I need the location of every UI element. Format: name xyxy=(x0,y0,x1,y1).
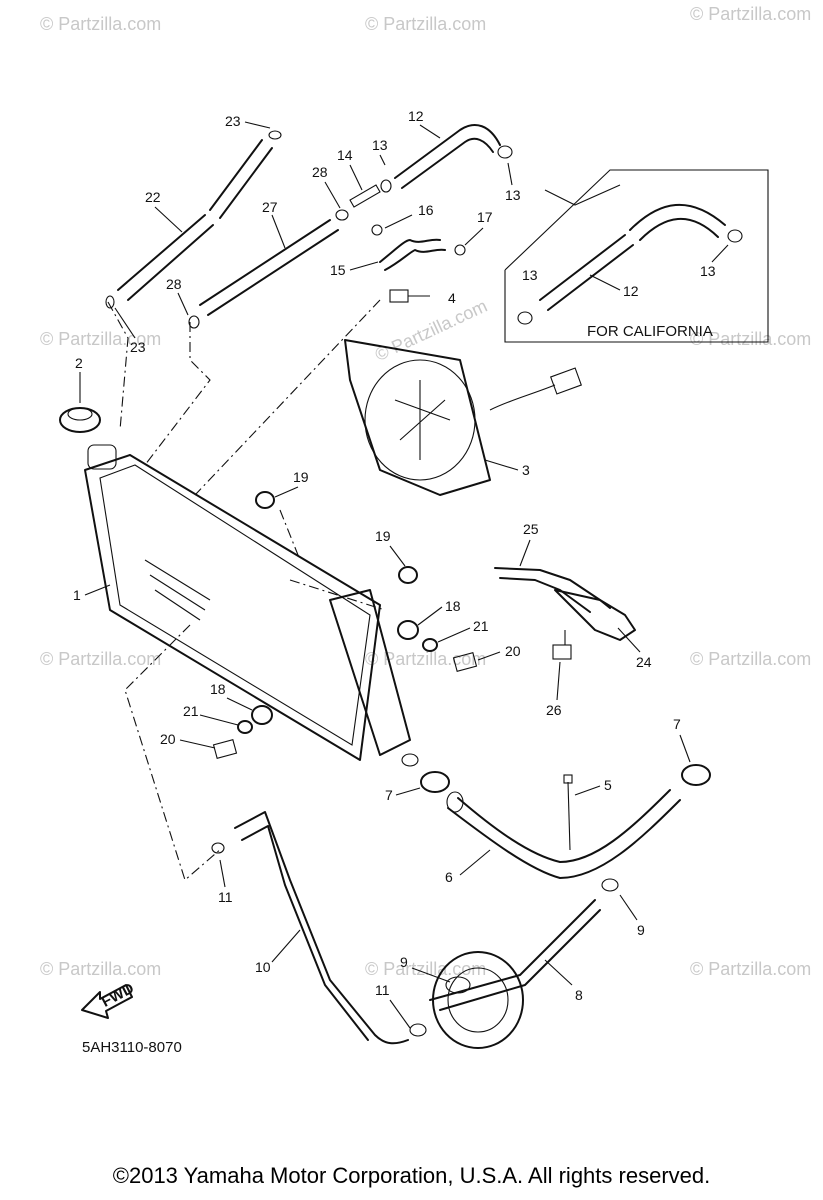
callout-label: 11 xyxy=(218,889,233,905)
callout-label: 19 xyxy=(375,528,391,544)
callout-label: 27 xyxy=(262,199,278,215)
callout-label: 18 xyxy=(445,598,461,614)
fitting-parts xyxy=(349,184,466,271)
callout-label: 6 xyxy=(445,869,453,885)
callout-label: 20 xyxy=(505,643,521,659)
watermark: © Partzilla.com xyxy=(40,959,161,979)
callout-label: 18 xyxy=(210,681,226,697)
callout-label: 3 xyxy=(522,462,530,478)
callout-label: 24 xyxy=(636,654,652,670)
watermark: © Partzilla.com xyxy=(40,649,161,669)
california-label: FOR CALIFORNIA xyxy=(587,323,713,340)
callout-label: 11 xyxy=(375,982,390,998)
hose-8 xyxy=(429,878,619,1011)
hose-22 xyxy=(105,130,282,309)
hose-10 xyxy=(211,811,409,1045)
callout-label: 7 xyxy=(385,787,393,803)
callout-label: 22 xyxy=(145,189,161,205)
callout-label: 28 xyxy=(312,164,328,180)
watermark: © Partzilla.com xyxy=(690,4,811,24)
callout-label: 16 xyxy=(418,202,434,218)
callout-label: 23 xyxy=(130,339,146,355)
callout-label: 4 xyxy=(448,290,456,306)
callout-label: 9 xyxy=(400,954,408,970)
hose-12 xyxy=(380,124,513,193)
callout-label: 20 xyxy=(160,731,176,747)
water-pump xyxy=(409,951,524,1049)
copyright-notice: ©2013 Yamaha Motor Corporation, U.S.A. A… xyxy=(112,1163,711,1188)
callout-label: 28 xyxy=(166,276,182,292)
bolt-4 xyxy=(389,289,430,303)
callout-label: 13 xyxy=(505,187,521,203)
watermark: © Partzilla.com xyxy=(40,329,161,349)
brackets xyxy=(494,567,636,660)
cable-tie-5 xyxy=(563,774,573,851)
hose-6 xyxy=(446,789,681,879)
callout-label: 5 xyxy=(604,777,612,793)
callout-label: 21 xyxy=(473,618,489,634)
watermark-layer: © Partzilla.com © Partzilla.com © Partzi… xyxy=(40,4,811,979)
fwd-label: FWD xyxy=(99,980,137,1011)
callout-label: 14 xyxy=(337,147,353,163)
callout-label: 13 xyxy=(522,267,538,283)
radiator-cap-2 xyxy=(59,407,101,433)
clamps-7 xyxy=(420,764,711,793)
callout-label: 26 xyxy=(546,702,562,718)
callout-label: 10 xyxy=(255,959,271,975)
callout-label: 21 xyxy=(183,703,199,719)
watermark: © Partzilla.com xyxy=(690,649,811,669)
callout-label: 23 xyxy=(225,113,241,129)
fwd-arrow: FWD xyxy=(81,980,137,1019)
mounting-hardware xyxy=(212,491,478,760)
diagram-code: 5AH3110-8070 xyxy=(82,1039,182,1056)
callout-label: 12 xyxy=(408,108,424,124)
callout-label: 2 xyxy=(75,355,83,371)
callout-labels: 1 2 3 4 5 6 7 7 8 9 9 10 11 11 12 12 13 … xyxy=(73,108,729,1029)
hose-27 xyxy=(188,209,349,329)
callout-label: 8 xyxy=(575,987,583,1003)
watermark: © Partzilla.com xyxy=(40,14,161,34)
callout-label: 13 xyxy=(372,137,388,153)
watermark: © Partzilla.com xyxy=(365,14,486,34)
callout-label: 1 xyxy=(73,587,81,603)
watermark: © Partzilla.com xyxy=(690,959,811,979)
callout-label: 19 xyxy=(293,469,309,485)
callout-label: 15 xyxy=(330,262,346,278)
callout-label: 7 xyxy=(673,716,681,732)
watermark: © Partzilla.com xyxy=(690,329,811,349)
watermark: © Partzilla.com xyxy=(365,649,486,669)
california-box: FOR CALIFORNIA xyxy=(504,169,769,343)
callout-label: 9 xyxy=(637,922,645,938)
callout-label: 17 xyxy=(477,209,493,225)
callout-label: 13 xyxy=(700,263,716,279)
callout-label: 12 xyxy=(623,283,639,299)
callout-label: 25 xyxy=(523,521,539,537)
fan-assembly-3 xyxy=(344,339,582,496)
watermark: © Partzilla.com xyxy=(365,959,486,979)
leader-lines xyxy=(107,299,386,881)
